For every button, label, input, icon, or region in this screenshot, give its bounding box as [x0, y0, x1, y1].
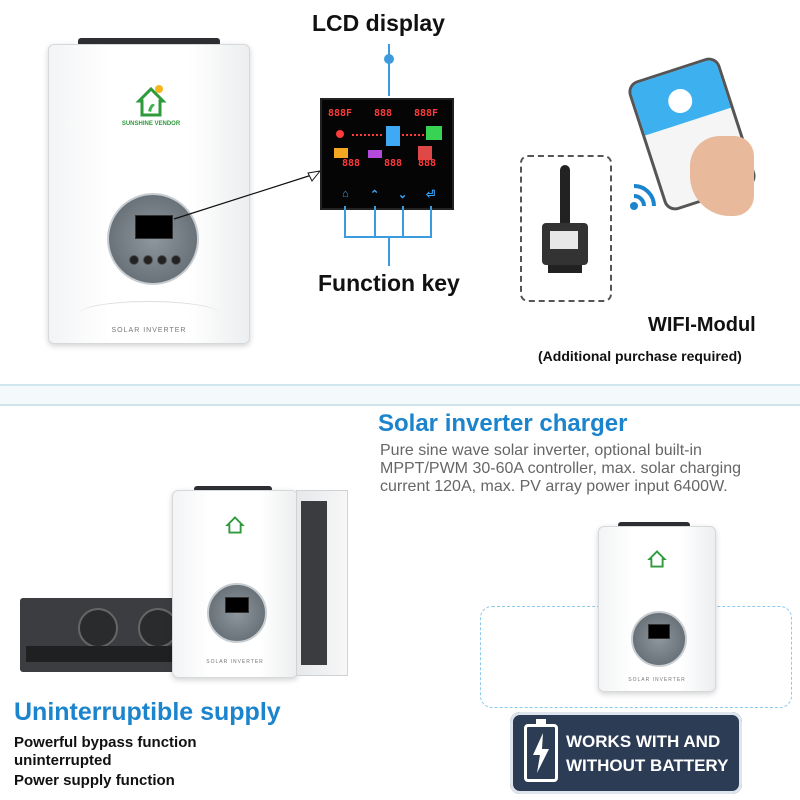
dongle-sticker [550, 231, 578, 249]
section-title: Solar inverter charger [378, 410, 628, 437]
fan-icon [78, 608, 118, 648]
connector-dot [384, 54, 394, 64]
flow-line [352, 134, 382, 138]
control-panel [207, 583, 267, 643]
logo-text: SUNSHINE VENDOR [121, 121, 181, 127]
phone-app-image [625, 54, 759, 216]
key-button [157, 255, 167, 265]
grid-icon [368, 150, 382, 158]
load-icon [418, 146, 432, 160]
house-logo-icon [135, 83, 167, 121]
lcd-display: 888F 888 888F 888 888 888 ⌂ ⌃ ⌄ ⏎ [320, 98, 454, 210]
sun-icon [332, 126, 348, 142]
battery-badge: WORKS WITH AND WITHOUT BATTERY [510, 712, 742, 794]
pointer-arrow-icon [173, 170, 322, 220]
ups-title: Uninterruptible supply [14, 698, 281, 726]
home-key-icon: ⌂ [342, 188, 349, 200]
battery-cap [536, 719, 546, 724]
key-button [129, 255, 139, 265]
antenna-icon [560, 165, 570, 229]
inverter-base-unit-image [20, 598, 180, 672]
inverter-label: SOLAR INVERTER [628, 677, 686, 683]
mini-lcd [225, 597, 249, 613]
inverter-top-cap [78, 38, 220, 46]
lcd-digit: 888F [414, 108, 439, 119]
wifi-module-frame [520, 155, 612, 302]
hand-image [690, 136, 754, 216]
flow-line [402, 134, 424, 138]
inverter-front-image: SOLAR INVERTER [172, 490, 298, 678]
fan-icon [138, 608, 178, 648]
lcd-title: LCD display [312, 10, 445, 36]
badge-line: WORKS WITH AND [566, 732, 721, 751]
terminal-strip [26, 646, 176, 662]
house-logo-icon [225, 515, 245, 535]
lcd-digit: 888 [374, 108, 393, 119]
key-button [143, 255, 153, 265]
key-button [171, 255, 181, 265]
badge-line: WITHOUT BATTERY [566, 756, 729, 775]
ups-line: Power supply function [14, 772, 175, 789]
mini-lcd [135, 215, 173, 239]
product-description: Pure sine wave solar inverter, optional … [380, 442, 742, 495]
inverter-side-image [296, 490, 348, 676]
key-line [374, 206, 376, 238]
key-line [430, 206, 432, 238]
wifi-dongle-icon [542, 223, 588, 265]
inverter-icon [386, 126, 400, 146]
lcd-connector-line [388, 44, 390, 96]
key-line [344, 206, 346, 238]
battery-bolt-icon [524, 719, 558, 782]
wifi-signal-icon [626, 176, 666, 216]
heatsink-icon [301, 501, 327, 665]
enter-key-icon: ⏎ [426, 189, 436, 201]
inverter-top-cap [194, 486, 272, 492]
control-panel [107, 193, 199, 285]
ups-line: uninterrupted [14, 752, 112, 769]
lcd-digit: 888 [418, 158, 437, 169]
inverter-label: SOLAR INVERTER [111, 327, 187, 334]
wifi-note: (Additional purchase required) [538, 348, 742, 364]
dongle-connector [548, 265, 582, 273]
house-icon [426, 126, 442, 140]
up-key-icon: ⌃ [370, 189, 380, 201]
section-divider [0, 384, 800, 406]
key-line [402, 206, 404, 238]
top-panel: SUNSHINE VENDOR SOLAR INVERTER LCD displ… [0, 0, 800, 384]
inverter-image: SUNSHINE VENDOR SOLAR INVERTER [48, 44, 250, 344]
control-panel [631, 611, 687, 667]
mini-lcd [648, 624, 670, 639]
lcd-digit: 888 [342, 158, 361, 169]
key-bracket [344, 236, 432, 238]
lcd-digit: 888 [384, 158, 403, 169]
inverter-label: SOLAR INVERTER [206, 659, 264, 665]
wifi-label: WIFI-Modul [648, 314, 756, 336]
lcd-digit: 888F [328, 108, 353, 119]
ups-line: Powerful bypass function [14, 734, 197, 751]
function-key-title: Function key [318, 270, 460, 296]
house-logo-icon [647, 549, 667, 569]
key-stem [388, 238, 390, 266]
down-key-icon: ⌄ [398, 189, 408, 201]
inverter-arc [79, 301, 219, 326]
battery-icon [334, 148, 348, 158]
inverter-image: SOLAR INVERTER [598, 526, 716, 692]
inverter-top-cap [618, 522, 690, 528]
